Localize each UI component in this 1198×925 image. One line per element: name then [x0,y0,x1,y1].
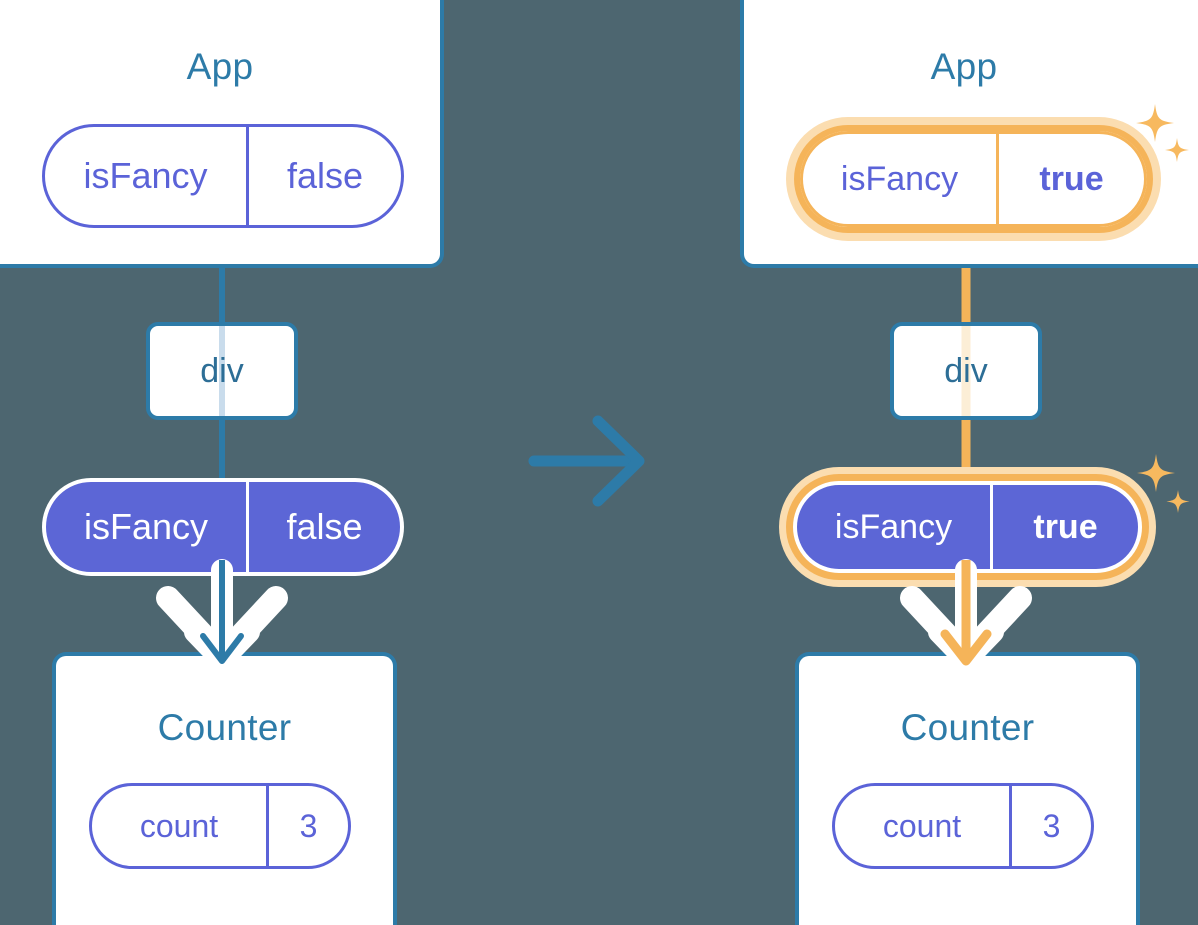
app-state-pill-value: false [286,155,364,196]
app-card-title: App [186,46,254,87]
div-node-label-after: div [944,352,988,390]
prop-pill-key: isFancy [46,482,249,572]
app-state-pill-after: isFancy true [800,131,1147,227]
counter-state-pill-after: count 3 [832,783,1094,869]
app-card-title-after: App [930,46,998,87]
app-state-pill-key-after: isFancy [803,134,999,224]
counter-state-pill-key-after: count [835,786,1012,866]
counter-card-title: Counter [157,707,292,748]
app-state-pill-key: isFancy [45,127,249,225]
counter-state-pill-value: 3 [299,808,318,844]
counter-state-pill-before: count 3 [89,783,351,869]
prop-pill-value: false [286,506,363,547]
prop-flow-arrow-after [900,559,1032,671]
div-node-label: div [200,352,244,390]
app-state-pill-before: isFancy false [42,124,404,228]
transition-arrow-icon [528,415,645,507]
prop-pill-value-after: true [1033,508,1098,546]
prop-pill-before: isFancy false [42,478,404,576]
div-node-after: div [890,322,1042,420]
counter-state-pill-value-after: 3 [1042,808,1061,844]
counter-card-title-after: Counter [900,707,1035,748]
div-node-passthrough-line-after [961,326,971,416]
prop-flow-arrow-before [156,559,288,671]
app-state-pill-value-after: true [1039,160,1104,198]
prop-pill-after: isFancy true [793,481,1142,573]
div-node-passthrough-line [219,326,225,416]
prop-pill-key-after: isFancy [797,485,993,569]
counter-state-pill-key: count [92,786,269,866]
div-node-before: div [146,322,298,420]
